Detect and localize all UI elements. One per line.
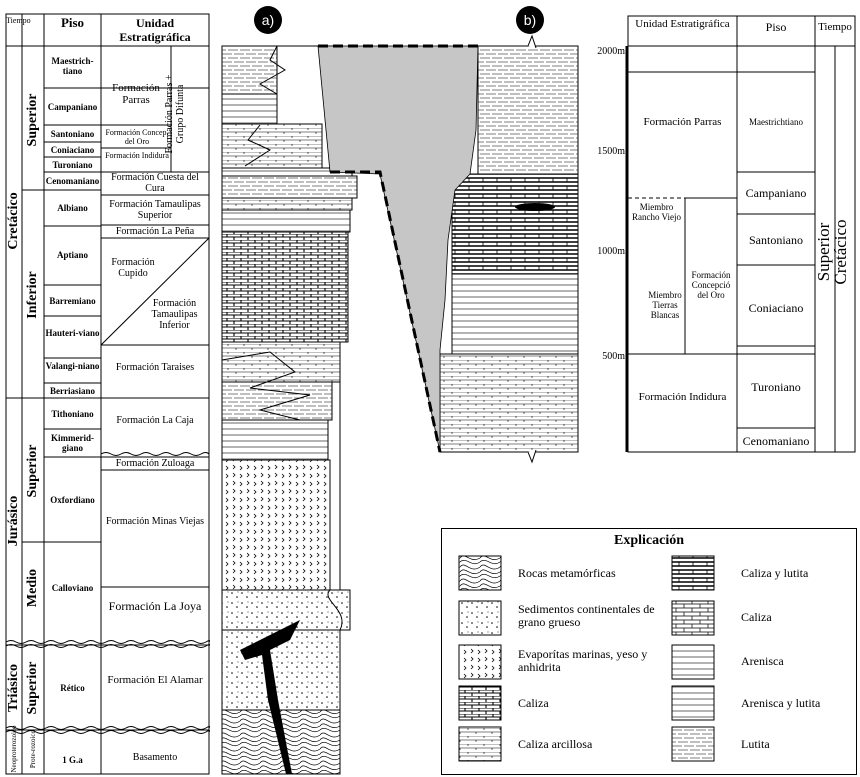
- right-header-unidad: Unidad Estratigráfica: [635, 18, 730, 30]
- right-unit-indidura: Formación Indidura: [638, 391, 727, 403]
- piso-santoniano: Santoniano: [50, 129, 95, 139]
- legend-icon-evaporite: [458, 644, 502, 680]
- piso-hauterivano: Hauteri-viano: [45, 328, 100, 338]
- right-piso-coniaciano: Coniaciano: [748, 301, 804, 315]
- legend-icon-limestone-alt: [671, 600, 715, 636]
- legend-label-evaporite: Evaporítas marinas, yeso y anhidrita: [518, 647, 648, 674]
- legend-icon-metamorphic: [458, 555, 502, 591]
- legend-label-metamorphic: Rocas metamórficas: [518, 566, 616, 580]
- unit-cuesta-del-cura: Formación Cuesta del Cura: [111, 172, 199, 194]
- unit-basamento: Basamento: [132, 752, 178, 763]
- piso-turoniano: Turoniano: [52, 160, 93, 170]
- legend-icon-shale: [671, 726, 715, 762]
- piso-retico: Rético: [60, 683, 85, 693]
- legend-icon-limestone: [458, 685, 502, 721]
- scale-tick-2000: 2000m: [597, 46, 625, 57]
- piso-campaniano: Campaniano: [47, 102, 98, 112]
- piso-valanginiano: Valangi-niano: [45, 361, 100, 371]
- unit-tamaulipas-superior: Formación Tamaulipas Superior: [109, 199, 201, 221]
- column-a-label: a): [254, 6, 282, 34]
- right-piso-santoniano: Santoniano: [749, 233, 803, 247]
- right-piso-campaniano: Campaniano: [745, 186, 807, 200]
- legend-icon-coarse: [458, 600, 502, 636]
- legend-label-limestone: Caliza: [518, 696, 549, 710]
- right-unit-rancho-viejo: Miembro Rancho Viejo: [631, 202, 682, 222]
- piso-aptiano: Aptiano: [56, 250, 88, 260]
- right-header-piso: Piso: [765, 20, 787, 34]
- scale-tick-1500: 1500m: [597, 146, 625, 157]
- legend-icon-clay-limestone: [458, 726, 502, 762]
- unit-la-caja: Formación La Caja: [116, 415, 194, 426]
- right-unit-parras: Formación Parras: [643, 116, 722, 128]
- piso-coniaciano: Coniaciano: [50, 145, 95, 155]
- right-unit-tierras-blancas: Miembro Tierras Blancas: [648, 290, 682, 320]
- legend-label-clay-limestone: Caliza arcillosa: [518, 737, 593, 751]
- legend-label-sandstone: Arenisca: [741, 654, 784, 668]
- unit-la-pena: Formación La Peña: [115, 226, 195, 237]
- right-piso-turoniano: Turoniano: [751, 380, 801, 394]
- unit-la-joya: Formación La Joya: [108, 599, 202, 613]
- legend-label-limestone-alt: Caliza: [741, 610, 772, 624]
- piso-tithoniano: Tithoniano: [51, 409, 94, 419]
- legend-label-limestone-shale: Caliza y lutita: [741, 566, 809, 580]
- header-piso: Piso: [60, 15, 85, 30]
- right-header-tiempo: Tiempo: [818, 21, 852, 33]
- right-piso-maestrichtiano: Maestrichtiano: [749, 117, 803, 127]
- piso-albiano: Albiano: [57, 203, 88, 213]
- column-b-label: b): [516, 6, 544, 34]
- piso-cenomaniano: Cenomaniano: [45, 176, 100, 186]
- piso-maestrichtiano: Maestrich-tiano: [51, 56, 94, 76]
- legend-title: Explicación: [613, 533, 684, 548]
- header-tiempo: Tiempo: [6, 16, 31, 25]
- unit-cupido: Formación Cupido: [111, 257, 155, 279]
- legend-label-coarse: Sedimentos continentales de grano grueso: [518, 602, 655, 629]
- right-unit-concepcion: Formación Concepció del Oro: [691, 270, 731, 300]
- piso-barremiano: Barremiano: [49, 296, 96, 306]
- piso-oxfordiano: Oxfordiano: [50, 495, 95, 505]
- unit-el-alamar: Formación El Alamar: [107, 674, 203, 686]
- unit-concepcion-oro: Formación Concep. del Oro: [105, 128, 169, 146]
- legend-icon-sandstone: [671, 644, 715, 680]
- scale-tick-1000: 1000m: [597, 246, 625, 257]
- scale-tick-500: 500m: [602, 351, 625, 362]
- legend-icon-sandstone-shale: [671, 685, 715, 721]
- legend-box: Explicación: [441, 528, 857, 775]
- unit-taraises: Formación Taraises: [115, 362, 195, 373]
- unit-parras: Formación Parras: [112, 82, 160, 106]
- header-unidad: Unidad Estratigráfica: [119, 16, 191, 44]
- unit-indidura: Formación Indidura: [105, 151, 169, 160]
- piso-kimmeridgiano: Kimmerid-giano: [51, 433, 94, 453]
- unit-minas-viejas: Formación Minas Viejas: [105, 516, 205, 527]
- unit-tamaulipas-inferior: Formación Tamaulipas Inferior: [151, 298, 198, 331]
- legend-icon-limestone-shale: [671, 555, 715, 591]
- legend-label-sandstone-shale: Arenisca y lutita: [741, 696, 821, 710]
- piso-calloviano: Calloviano: [51, 583, 94, 593]
- right-piso-cenomaniano: Cenomaniano: [742, 434, 810, 448]
- legend-label-shale: Lutita: [741, 737, 770, 751]
- piso-berriasiano: Berriasiano: [50, 386, 95, 396]
- unit-zuloaga: Formación Zuloaga: [115, 458, 195, 469]
- piso-1ga: 1 G.a: [62, 755, 83, 765]
